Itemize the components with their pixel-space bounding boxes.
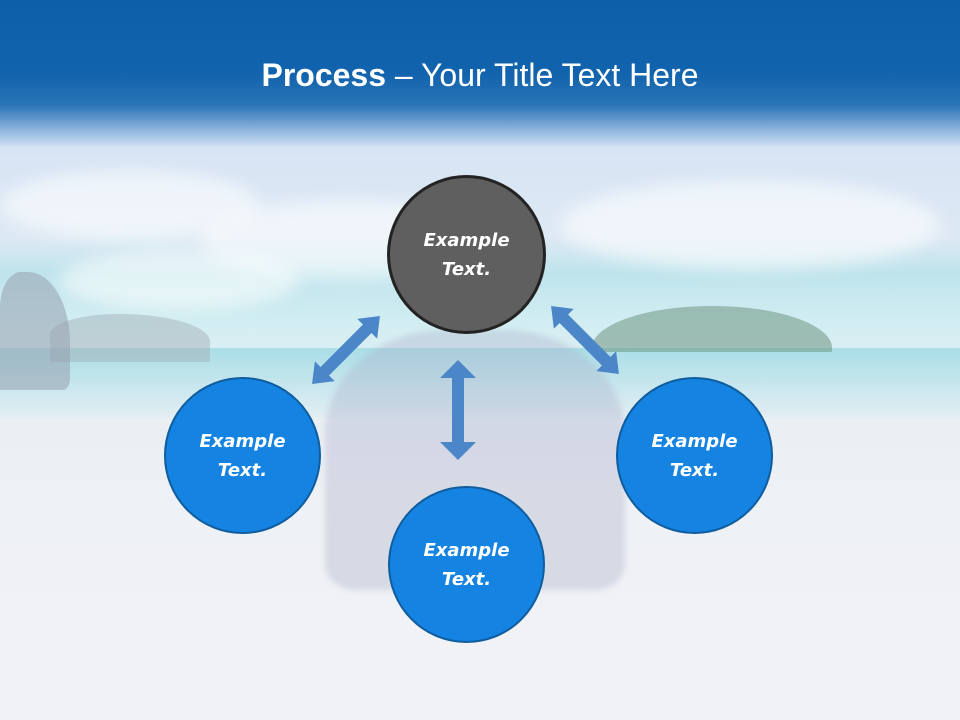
- sea: [0, 348, 960, 418]
- node-label-line1: Example: [423, 229, 510, 251]
- slide-title[interactable]: Process – Your Title Text Here: [0, 54, 960, 96]
- rock: [50, 314, 210, 362]
- cloud: [560, 180, 940, 270]
- node-label-line2: Text.: [441, 568, 492, 590]
- rock: [0, 272, 70, 390]
- node-label-line1: Example: [423, 539, 510, 561]
- node-label-line2: Text.: [669, 459, 720, 481]
- title-rest: – Your Title Text Here: [386, 57, 699, 93]
- node-label-line2: Text.: [217, 459, 268, 481]
- cloud: [60, 250, 300, 310]
- title-bold: Process: [261, 57, 387, 93]
- header-band: [0, 0, 960, 146]
- node-label-line1: Example: [199, 430, 286, 452]
- node-label-line1: Example: [651, 430, 738, 452]
- island: [592, 306, 832, 352]
- node-label-line2: Text.: [441, 258, 492, 280]
